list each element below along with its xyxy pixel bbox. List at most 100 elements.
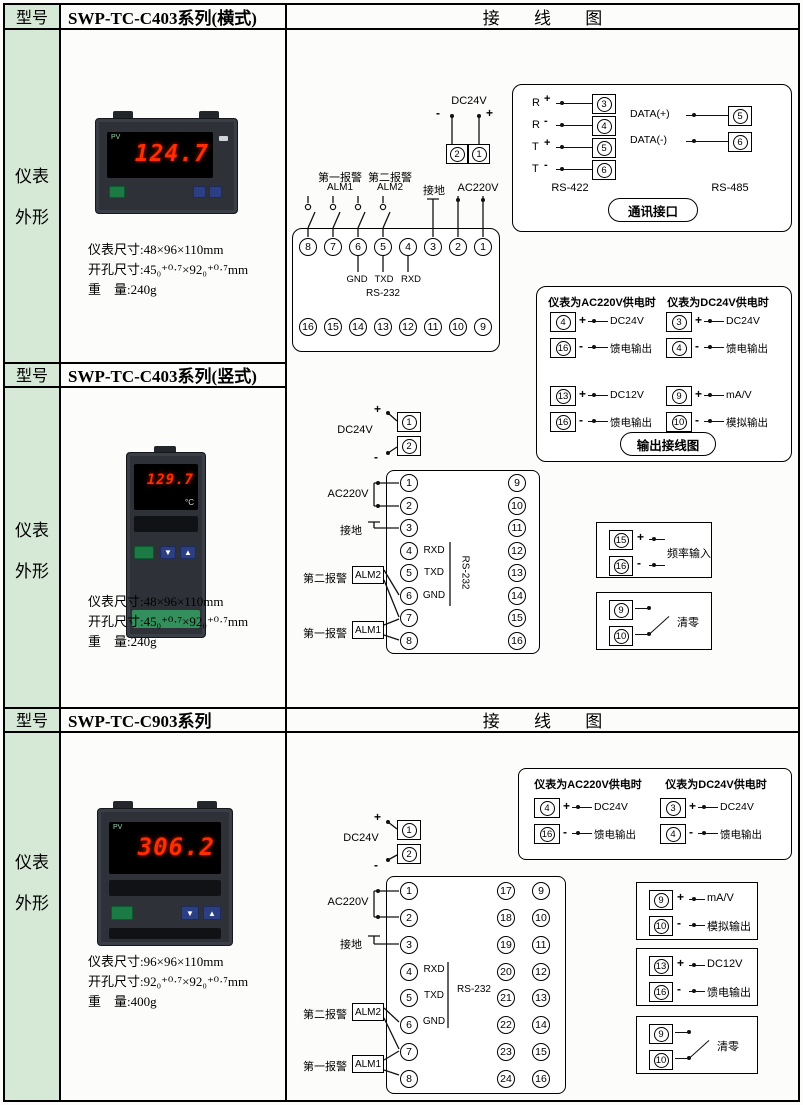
- wire: [704, 395, 724, 396]
- section-b-dimensions: 仪表尺寸:48×96×110mm 开孔尺寸:45₀⁺⁰·⁷×92₀⁺⁰·⁷mm …: [88, 592, 248, 652]
- serial-pin-label: GND: [346, 274, 368, 285]
- header3-series-title: SWP-TC-C903系列: [68, 711, 212, 731]
- terminal-box: 15: [609, 530, 633, 550]
- minus-sign: -: [677, 916, 681, 930]
- section-a-dimensions: 仪表尺寸:48×96×110mm 开孔尺寸:45₀⁺⁰·⁷×92₀⁺⁰·⁷mm …: [88, 240, 248, 300]
- switch-blade: [648, 616, 670, 635]
- terminal: 18: [497, 908, 515, 927]
- terminal: 6: [349, 238, 367, 256]
- terminal: 13: [532, 989, 550, 1008]
- terminal: 7: [400, 1043, 418, 1062]
- output-desc-label: 馈电输出: [707, 987, 751, 999]
- output-item: 3 + DC24V 4 - 馈电输出: [660, 798, 772, 846]
- rs422-rows: R + 3 R - 4 T + 5 T - 6: [530, 93, 630, 180]
- terminal-box: 16: [550, 338, 576, 358]
- bottom-strip: [109, 928, 221, 939]
- terminal-box: 2: [446, 144, 468, 164]
- wire: [689, 991, 705, 992]
- terminal-box: 6: [728, 132, 752, 152]
- data-line-label: DATA(-): [630, 134, 667, 146]
- terminal: 9: [613, 602, 629, 618]
- dim-cutout: 开孔尺寸:45₀⁺⁰·⁷×92₀⁺⁰·⁷mm: [88, 262, 249, 277]
- dim-size: 仪表尺寸:48×96×110mm: [88, 594, 224, 609]
- alarm1-label: 第一报警: [303, 1061, 347, 1073]
- terminal: 13: [374, 318, 392, 336]
- wire-dot: [702, 831, 706, 835]
- side-label-line2: 外形: [15, 562, 49, 581]
- wire: [572, 833, 592, 834]
- terminal: 9: [508, 474, 526, 492]
- minus-sign: -: [695, 413, 699, 427]
- display-value: 129.7: [146, 472, 194, 488]
- wire: [689, 965, 705, 966]
- terminal: 22: [497, 1016, 515, 1035]
- wire: [556, 125, 592, 126]
- terminal: 1: [400, 882, 418, 900]
- terminal: 1: [400, 474, 418, 492]
- alm1-box: ALM1: [352, 621, 384, 639]
- terminal-box: 1: [397, 820, 421, 840]
- terminal: 15: [613, 532, 629, 548]
- meter-photo-horizontal: PV 124.7: [95, 111, 238, 214]
- side-label-line1: 仪表: [15, 167, 49, 186]
- table-hline-2: [5, 362, 286, 364]
- wire: [588, 321, 608, 322]
- wire-dot: [692, 963, 696, 967]
- terminal: 16: [613, 558, 629, 574]
- pv-label: PV: [113, 824, 123, 831]
- wire: [704, 347, 724, 348]
- terminal: 10: [653, 918, 669, 934]
- side-label-line2: 外形: [15, 894, 49, 913]
- alarm2-label: 第二报警: [303, 1009, 347, 1021]
- header2-series-title: SWP-TC-C403系列(竖式): [68, 366, 257, 386]
- terminal: 19: [497, 935, 515, 954]
- plus-sign: +: [695, 313, 703, 327]
- terminal: 1: [401, 414, 417, 430]
- dim-size: 仪表尺寸:48×96×110mm: [88, 242, 224, 257]
- wire: [689, 925, 705, 926]
- table-hline-1: [5, 28, 798, 30]
- alm2-box: ALM2: [352, 566, 384, 584]
- wire-dot: [687, 1056, 691, 1060]
- terminal-box: 16: [550, 412, 576, 432]
- terminal: 9: [653, 1026, 669, 1042]
- minus-sign: -: [677, 982, 681, 996]
- gnd-label: GND: [422, 1016, 446, 1027]
- mount-tab: [199, 111, 219, 119]
- alarm2-label: 第二报警: [303, 573, 347, 585]
- terminal: 5: [400, 989, 418, 1008]
- rs422-row: R - 4: [530, 115, 630, 136]
- rs485-label: RS-485: [711, 182, 749, 194]
- alm2-label: ALM2: [376, 182, 404, 193]
- terminal: 3: [400, 935, 418, 954]
- section-b-side-label: 仪表 外形: [4, 516, 60, 598]
- signal-sign: +: [544, 93, 551, 105]
- rs485-rows: DATA(+) 5 DATA(-) 6: [630, 104, 770, 154]
- terminal: 16: [508, 631, 526, 650]
- terminal-box: 16: [534, 824, 560, 844]
- terminal: 4: [399, 238, 417, 256]
- alarm1-label: 第一报警: [303, 628, 347, 640]
- wire: [698, 807, 718, 808]
- terminal: 13: [653, 958, 669, 974]
- terminal: 9: [653, 892, 669, 908]
- terminal: 9: [671, 388, 687, 404]
- table-hline-3: [5, 386, 286, 388]
- terminal: 8: [299, 238, 317, 256]
- output-type-label: mA/V: [726, 389, 752, 401]
- table-hline-5: [5, 731, 798, 733]
- terminal: 17: [497, 882, 515, 900]
- wire: [675, 1058, 689, 1059]
- output-item: 9 + mA/V 10 - 模拟输出: [666, 386, 778, 434]
- wire-dot: [647, 606, 651, 610]
- output-desc-label: 馈电输出: [610, 417, 652, 429]
- clear-label: 清零: [677, 617, 699, 629]
- wire-dot: [592, 345, 596, 349]
- plus-sign: +: [579, 387, 587, 401]
- terminal-box: 6: [592, 160, 616, 180]
- terminal: 1: [474, 238, 492, 256]
- terminal: 11: [508, 519, 526, 538]
